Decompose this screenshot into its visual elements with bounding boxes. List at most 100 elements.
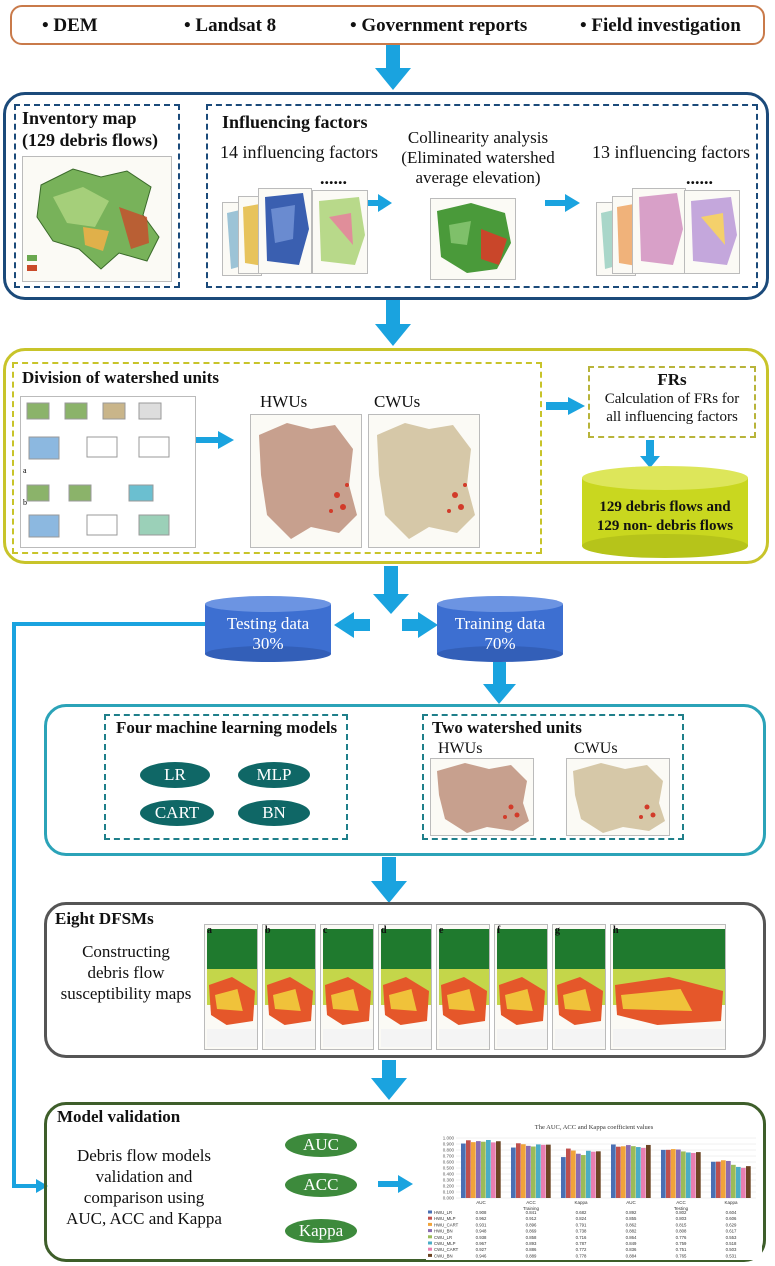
chart-data-label: 0.518 [726, 1241, 737, 1246]
model-bn: BN [238, 800, 310, 826]
units-hwus-label: HWUs [438, 740, 483, 757]
chart-svg: The AUC, ACC and Kappa coefficient value… [428, 1124, 756, 1258]
chart-legend-swatch [428, 1210, 432, 1214]
stage4-box: Eight DFSMs Constructing debris flow sus… [44, 902, 766, 1058]
chart-data-label: 0.967 [476, 1241, 487, 1246]
chart-ytick: 0.700 [443, 1154, 455, 1159]
chart-legend-label: CWU_BN [434, 1253, 453, 1258]
factors-13-label: 13 influencing factors [592, 142, 750, 162]
training-pct: 70% [484, 634, 516, 653]
dfsm-map-a: a [204, 924, 258, 1050]
chart-legend-swatch [428, 1235, 432, 1239]
inventory-panel: Inventory map (129 debris flows) [14, 104, 180, 288]
chart-data-label: 0.927 [476, 1247, 487, 1252]
chart-bar [736, 1166, 741, 1198]
chart-xtick: Kappa [574, 1200, 588, 1205]
cwus-label: CWUs [374, 392, 421, 411]
chart-data-label: 0.864 [626, 1235, 637, 1240]
chart-bar [471, 1142, 476, 1198]
dfsm-letter-c: c [323, 925, 328, 936]
validation-title: Model validation [57, 1107, 181, 1126]
samples-cylinder: 129 debris flows and 129 non- debris flo… [582, 466, 748, 558]
chart-bar [476, 1141, 481, 1198]
hwus-label: HWUs [260, 392, 308, 411]
chart-bar [481, 1141, 486, 1198]
factor-map-7 [632, 188, 686, 274]
inventory-map [22, 156, 172, 282]
chart-bar [521, 1144, 526, 1198]
chart-bar [621, 1146, 626, 1198]
chart-bar [461, 1143, 466, 1198]
chart-bar [561, 1157, 566, 1198]
chart-group-label: Testing [674, 1206, 689, 1211]
chart-data-label: 0.893 [526, 1241, 537, 1246]
units-cwus-label: CWUs [574, 740, 618, 757]
chart-bar [526, 1145, 531, 1198]
chart-bar [636, 1147, 641, 1198]
cwus-map [368, 414, 480, 548]
dfsm-letter-g: g [555, 925, 560, 936]
units-hwus-map [430, 758, 534, 836]
source-field: • Field investigation [580, 15, 741, 36]
chart-legend-swatch [428, 1216, 432, 1220]
chart-data-label: 0.948 [476, 1229, 487, 1234]
testing-pct: 30% [252, 634, 284, 653]
chart-legend-swatch [428, 1241, 432, 1245]
chart-bar [546, 1144, 551, 1198]
chart-bar [696, 1152, 701, 1198]
dfsm-map-g: g [552, 924, 606, 1050]
dfsm-letter-h: h [613, 925, 619, 936]
chart-data-label: 0.938 [476, 1235, 487, 1240]
chart-bar [536, 1144, 541, 1198]
dfsm-map-b: b [262, 924, 316, 1050]
dfsm-map-f: f [494, 924, 548, 1050]
units-panel: Two watershed units HWUs CWUs [422, 714, 684, 840]
chart-legend-swatch [428, 1253, 432, 1257]
dfsm-map-d: d [378, 924, 432, 1050]
chart-legend-label: CWU_CART [434, 1247, 459, 1252]
chart-legend-swatch [428, 1222, 432, 1226]
chart-bar [666, 1149, 671, 1198]
chart-data-label: 0.629 [726, 1222, 737, 1227]
chart-bar [641, 1147, 646, 1198]
chart-xtick: ACC [526, 1200, 536, 1205]
chart-bar [511, 1147, 516, 1198]
dfsms-text: Constructing debris flow susceptibility … [60, 942, 192, 1003]
frs-title: FRs [657, 370, 687, 389]
chart-ytick: 0.200 [443, 1184, 455, 1189]
chart-ytick: 0.500 [443, 1166, 455, 1171]
chart-xtick: AUC [476, 1200, 486, 1205]
dfsms-title: Eight DFSMs [55, 909, 154, 928]
chart-ytick: 0.100 [443, 1190, 455, 1195]
dfsm-letter-e: e [439, 925, 444, 936]
chart-legend-swatch [428, 1229, 432, 1233]
dfsm-map-e: e [436, 924, 490, 1050]
chart-legend-label: HWU_BN [434, 1229, 453, 1234]
chart-bar [591, 1151, 596, 1198]
dfsm-letter-b: b [265, 925, 271, 936]
chart-bar [626, 1145, 631, 1198]
chart-ytick: 1.000 [443, 1136, 455, 1141]
factor-map-8 [684, 190, 740, 274]
chart-data-label: 0.931 [476, 1222, 487, 1227]
chart-data-label: 0.759 [676, 1241, 687, 1246]
chart-data-label: 0.869 [526, 1229, 537, 1234]
svg-text:b: b [23, 498, 27, 507]
chart-data-label: 0.803 [676, 1216, 687, 1221]
factors-14-label: 14 influencing factors [220, 142, 378, 162]
chart-data-label: 0.503 [726, 1247, 737, 1252]
chart-bar [646, 1144, 651, 1198]
factor-map-3 [258, 188, 312, 274]
chart-data-label: 0.765 [676, 1253, 687, 1258]
chart-data-label: 0.738 [576, 1229, 587, 1234]
chart-data-label: 0.824 [576, 1216, 587, 1221]
frs-line2: all influencing factors [606, 409, 738, 425]
chart-data-label: 0.808 [676, 1229, 687, 1234]
chart-data-label: 0.604 [726, 1210, 737, 1215]
chart-data-label: 0.908 [476, 1210, 487, 1215]
training-cylinder: Training data 70% [437, 596, 563, 662]
chart-data-label: 0.886 [526, 1247, 537, 1252]
metric-acc: ACC [285, 1173, 357, 1197]
chart-bar [571, 1150, 576, 1198]
